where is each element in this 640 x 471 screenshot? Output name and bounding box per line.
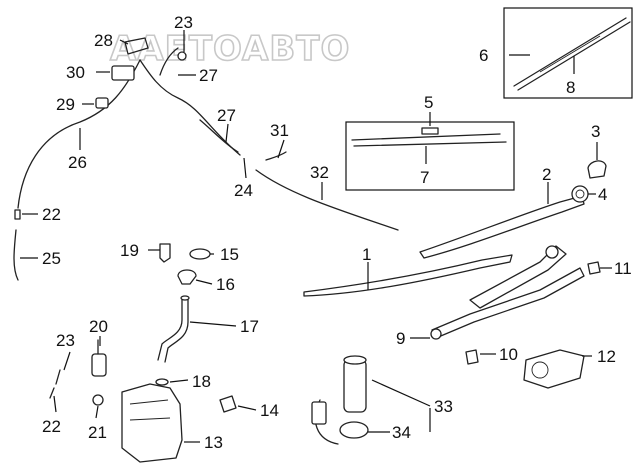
callout-8: 8 bbox=[566, 78, 575, 97]
callout-23-upper: 23 bbox=[174, 13, 193, 32]
callout-22-upper: 22 bbox=[42, 205, 61, 224]
callout-13: 13 bbox=[204, 433, 223, 452]
callout-20: 20 bbox=[89, 317, 108, 336]
wiper-arm-2 bbox=[419, 195, 585, 259]
grommet-34 bbox=[339, 421, 369, 439]
callout-17: 17 bbox=[240, 317, 259, 336]
callout-6: 6 bbox=[479, 46, 488, 65]
callout-19: 19 bbox=[120, 241, 139, 260]
callout-16: 16 bbox=[216, 275, 235, 294]
bolt-11 bbox=[587, 261, 601, 275]
callout-26: 26 bbox=[68, 153, 87, 172]
callout-30: 30 bbox=[66, 63, 85, 82]
callout-15: 15 bbox=[220, 245, 239, 264]
grommet-21 bbox=[92, 394, 104, 406]
callout-24: 24 bbox=[234, 181, 253, 200]
wiper-motor-12 bbox=[523, 349, 585, 389]
wiper-blade-5 bbox=[351, 127, 507, 147]
callout-28: 28 bbox=[94, 31, 113, 50]
callout-22-lower: 22 bbox=[42, 417, 61, 436]
callout-5: 5 bbox=[424, 93, 433, 112]
fittings-22-23 bbox=[49, 369, 61, 399]
callout-18: 18 bbox=[192, 372, 211, 391]
wiper-linkage-9 bbox=[430, 245, 585, 340]
washer-15 bbox=[189, 248, 211, 260]
blade-box-6 bbox=[503, 7, 633, 99]
callout-27-lower: 27 bbox=[217, 106, 236, 125]
filler-neck-17 bbox=[157, 295, 190, 363]
callout-12: 12 bbox=[597, 347, 616, 366]
callout-14: 14 bbox=[260, 401, 279, 420]
callout-11: 11 bbox=[614, 259, 632, 278]
callout-25: 25 bbox=[42, 249, 61, 268]
callout-9: 9 bbox=[396, 329, 405, 348]
cap-16 bbox=[177, 269, 197, 285]
screw-19 bbox=[159, 243, 171, 263]
wiper-arm-1 bbox=[303, 254, 513, 297]
callout-29: 29 bbox=[56, 95, 75, 114]
callout-33: 33 bbox=[434, 397, 453, 416]
callout-4: 4 bbox=[598, 185, 607, 204]
hose-32 bbox=[255, 169, 399, 231]
connectors-top-left bbox=[95, 37, 287, 161]
callout-32: 32 bbox=[310, 163, 329, 182]
callout-23-lower: 23 bbox=[56, 331, 75, 350]
callout-10: 10 bbox=[499, 345, 518, 364]
nut-4 bbox=[571, 185, 589, 203]
callout-31: 31 bbox=[270, 121, 289, 140]
seal-18 bbox=[155, 378, 169, 386]
callout-7: 7 bbox=[420, 168, 429, 187]
callout-3: 3 bbox=[591, 122, 600, 141]
leader-lines bbox=[20, 30, 612, 443]
callout-21: 21 bbox=[88, 423, 107, 442]
pump-20 bbox=[91, 339, 107, 377]
washer-pump-33 bbox=[311, 355, 367, 445]
washer-reservoir-13 bbox=[121, 383, 183, 463]
callout-27-upper: 27 bbox=[199, 66, 218, 85]
callout-labels: 6 8 5 7 3 2 4 1 11 9 10 12 33 34 13 14 1… bbox=[42, 13, 632, 452]
bolt-14 bbox=[219, 395, 237, 413]
callout-34: 34 bbox=[392, 423, 411, 442]
watermark-text: AAETOABTO bbox=[110, 29, 350, 69]
bolt-10 bbox=[465, 349, 479, 365]
cap-3 bbox=[587, 160, 607, 179]
callout-2: 2 bbox=[542, 165, 551, 184]
callout-1: 1 bbox=[362, 245, 371, 264]
washer-hose-26 bbox=[13, 47, 241, 281]
